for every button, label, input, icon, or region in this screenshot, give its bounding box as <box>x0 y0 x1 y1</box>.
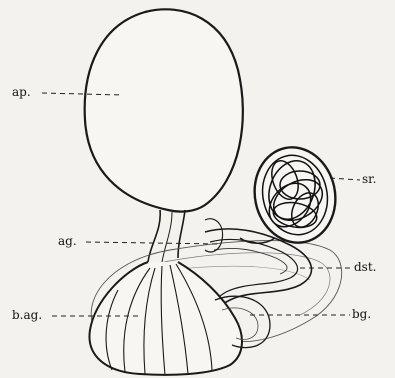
stalk-right <box>178 210 185 258</box>
duct-inner-2 <box>214 248 287 274</box>
leader-sr <box>330 178 360 180</box>
label-bg: bg. <box>352 308 371 320</box>
upper-sac <box>85 9 243 211</box>
stalk-left <box>148 210 160 262</box>
basal-bulb <box>89 262 241 375</box>
label-bag: b.ag. <box>12 309 42 321</box>
duct-loop <box>205 219 223 252</box>
stalk-inner <box>162 212 172 262</box>
label-dst: dst. <box>354 261 376 273</box>
label-ap: ap. <box>12 86 31 98</box>
label-ag: ag. <box>58 235 77 247</box>
label-sr: sr. <box>362 173 376 185</box>
